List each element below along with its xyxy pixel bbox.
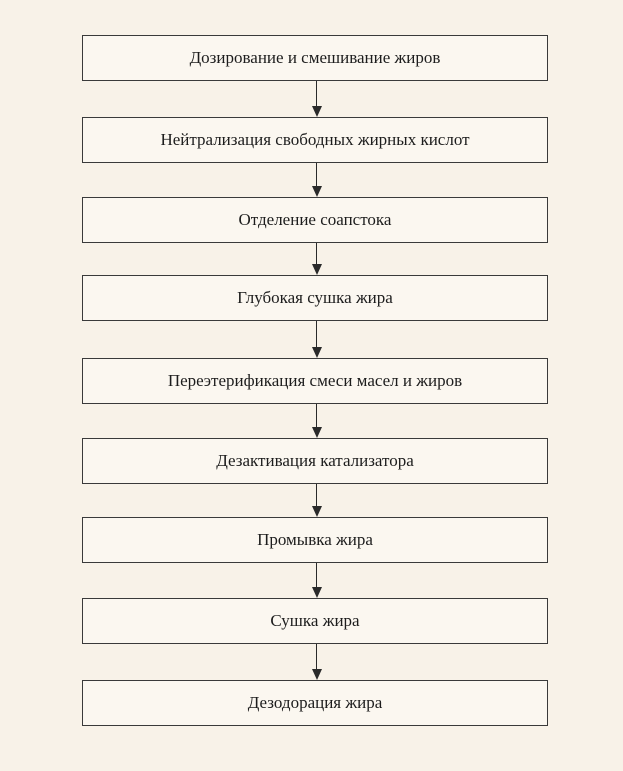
process-step-label: Нейтрализация свободных жирных кислот [160, 130, 470, 149]
arrow-down-icon [312, 186, 322, 197]
process-step-7: Промывка жира [82, 517, 548, 563]
arrow-line [316, 404, 318, 429]
process-step-label: Отделение соапстока [238, 210, 392, 229]
arrow-down-icon [312, 106, 322, 117]
process-step-1: Дозирование и смешивание жиров [82, 35, 548, 81]
process-step-label: Глубокая сушка жира [237, 288, 393, 307]
arrow-line [316, 81, 318, 108]
process-step-8: Сушка жира [82, 598, 548, 644]
process-step-label: Дезодорация жира [247, 693, 383, 712]
process-step-2: Нейтрализация свободных жирных кислот [82, 117, 548, 163]
flow-arrow-2 [312, 163, 322, 197]
arrow-line [316, 243, 318, 266]
arrow-line [316, 484, 318, 508]
arrow-line [316, 321, 318, 349]
process-step-label: Дозирование и смешивание жиров [189, 48, 441, 67]
flow-arrow-3 [312, 243, 322, 275]
flow-arrow-1 [312, 81, 322, 117]
flow-arrow-7 [312, 563, 322, 598]
arrow-down-icon [312, 587, 322, 598]
flow-arrow-5 [312, 404, 322, 438]
process-step-4: Глубокая сушка жира [82, 275, 548, 321]
process-step-label: Дезактивация катализатора [216, 451, 414, 470]
process-step-9: Дезодорация жира [82, 680, 548, 726]
flow-arrow-6 [312, 484, 322, 517]
arrow-down-icon [312, 347, 322, 358]
arrow-line [316, 163, 318, 188]
arrow-down-icon [312, 427, 322, 438]
process-step-3: Отделение соапстока [82, 197, 548, 243]
process-step-label: Сушка жира [270, 611, 360, 630]
arrow-down-icon [312, 669, 322, 680]
arrow-line [316, 644, 318, 671]
arrow-down-icon [312, 506, 322, 517]
flow-arrow-4 [312, 321, 322, 358]
arrow-line [316, 563, 318, 589]
process-step-label: Промывка жира [257, 530, 373, 549]
process-step-5: Переэтерификация смеси масел и жиров [82, 358, 548, 404]
process-step-label: Переэтерификация смеси масел и жиров [167, 371, 463, 390]
flow-arrow-8 [312, 644, 322, 680]
arrow-down-icon [312, 264, 322, 275]
process-step-6: Дезактивация катализатора [82, 438, 548, 484]
